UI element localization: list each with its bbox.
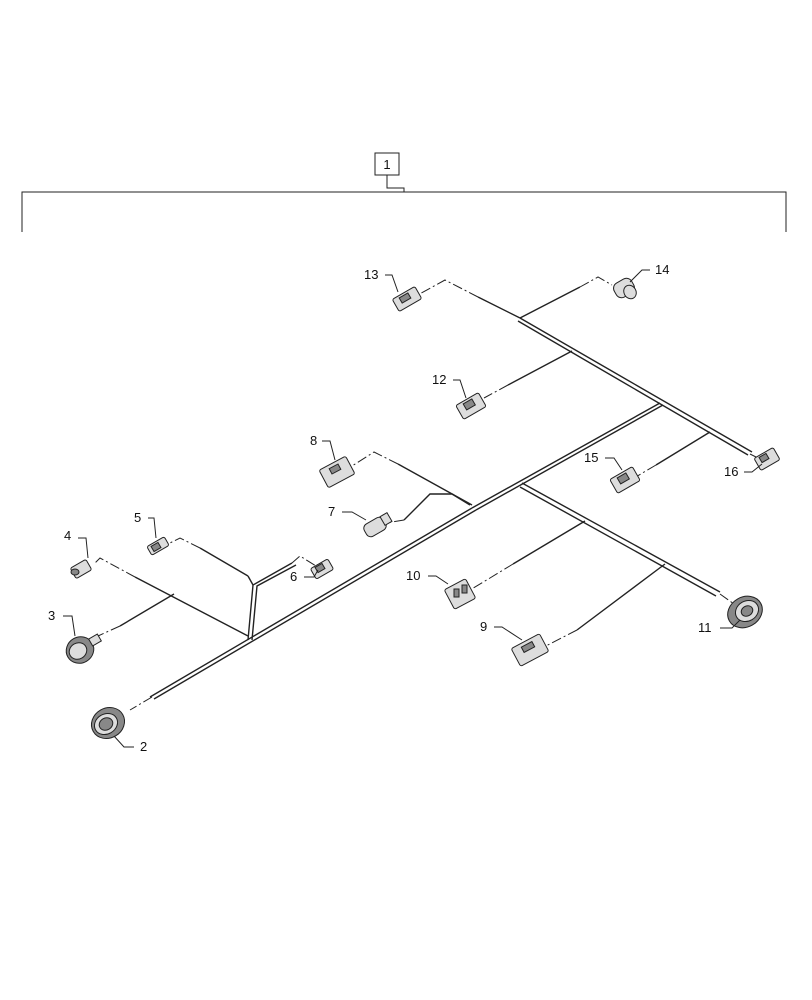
callout-13: 13 bbox=[364, 267, 378, 282]
connector-15[interactable] bbox=[609, 466, 641, 494]
connector-9[interactable] bbox=[511, 633, 549, 667]
callout-10: 10 bbox=[406, 568, 420, 583]
wire-harness bbox=[119, 286, 753, 700]
connector-7[interactable] bbox=[362, 511, 393, 539]
callout-12: 12 bbox=[432, 372, 446, 387]
assembly-label: 1 bbox=[383, 157, 390, 172]
connector-2[interactable] bbox=[86, 702, 130, 745]
assembly-bracket: 1 bbox=[21, 152, 787, 232]
callout-9: 9 bbox=[480, 619, 487, 634]
callout-4: 4 bbox=[64, 528, 71, 543]
connector-8[interactable] bbox=[319, 456, 355, 488]
callout-5: 5 bbox=[134, 510, 141, 525]
connector-3[interactable] bbox=[61, 632, 103, 669]
connector-11[interactable] bbox=[722, 590, 768, 634]
callout-14: 14 bbox=[655, 262, 669, 277]
callout-leaders bbox=[63, 269, 763, 748]
callout-16: 16 bbox=[724, 464, 738, 479]
connector-6[interactable] bbox=[310, 559, 334, 579]
callout-8: 8 bbox=[310, 433, 317, 448]
connector-leaders bbox=[93, 276, 759, 711]
callout-2: 2 bbox=[140, 739, 147, 754]
callout-11: 11 bbox=[698, 620, 712, 635]
connector-12[interactable] bbox=[455, 392, 487, 420]
callout-15: 15 bbox=[584, 450, 598, 465]
callout-6: 6 bbox=[290, 569, 297, 584]
connector-13[interactable] bbox=[392, 286, 422, 312]
callout-labels: 2 3 4 5 6 7 8 9 10 11 12 13 14 15 16 bbox=[48, 262, 738, 754]
callout-7: 7 bbox=[328, 504, 335, 519]
connectors bbox=[61, 276, 780, 745]
connector-4[interactable] bbox=[70, 559, 92, 579]
connector-5[interactable] bbox=[147, 536, 169, 556]
connector-10[interactable] bbox=[444, 578, 476, 610]
connector-14[interactable] bbox=[611, 276, 638, 301]
callout-3: 3 bbox=[48, 608, 55, 623]
